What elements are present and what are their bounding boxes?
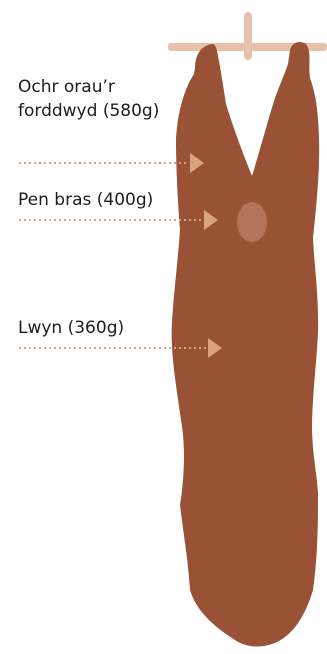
hanger-hook: [244, 12, 252, 60]
shoulder-spot: [237, 202, 267, 242]
label-leg: Ochr orau’r forddwyd (580g): [18, 75, 168, 123]
label-shoulder: Pen bras (400g): [18, 188, 178, 212]
label-loin: Lwyn (360g): [18, 316, 178, 340]
carcass-shape: [172, 42, 320, 646]
